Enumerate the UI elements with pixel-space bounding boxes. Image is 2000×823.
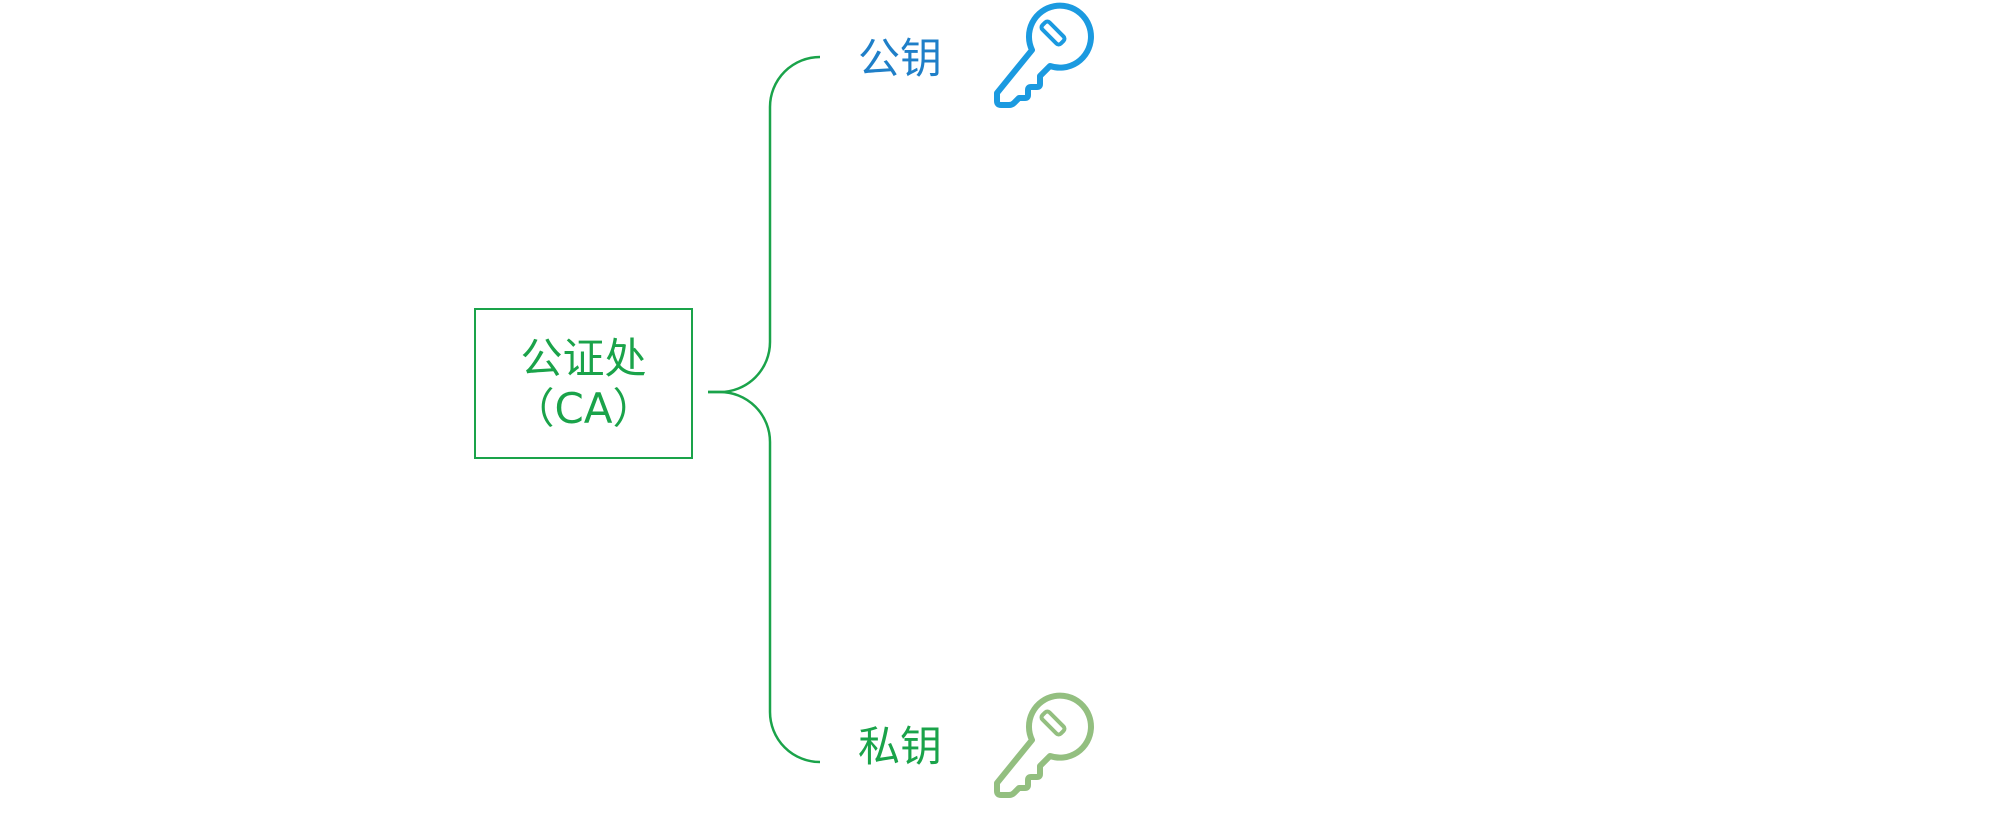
key-icon bbox=[994, 2, 1094, 108]
key-icon bbox=[994, 692, 1094, 798]
public-key-label: 公钥 bbox=[858, 34, 943, 83]
ca-node-subtitle: （CA） bbox=[512, 383, 655, 433]
ca-node-title: 公证处 bbox=[520, 333, 647, 383]
connector-branch-public bbox=[708, 55, 821, 394]
private-key-label: 私钥 bbox=[858, 722, 943, 771]
ca-node: 公证处 （CA） bbox=[474, 308, 693, 459]
connector-branch-private bbox=[708, 390, 821, 764]
